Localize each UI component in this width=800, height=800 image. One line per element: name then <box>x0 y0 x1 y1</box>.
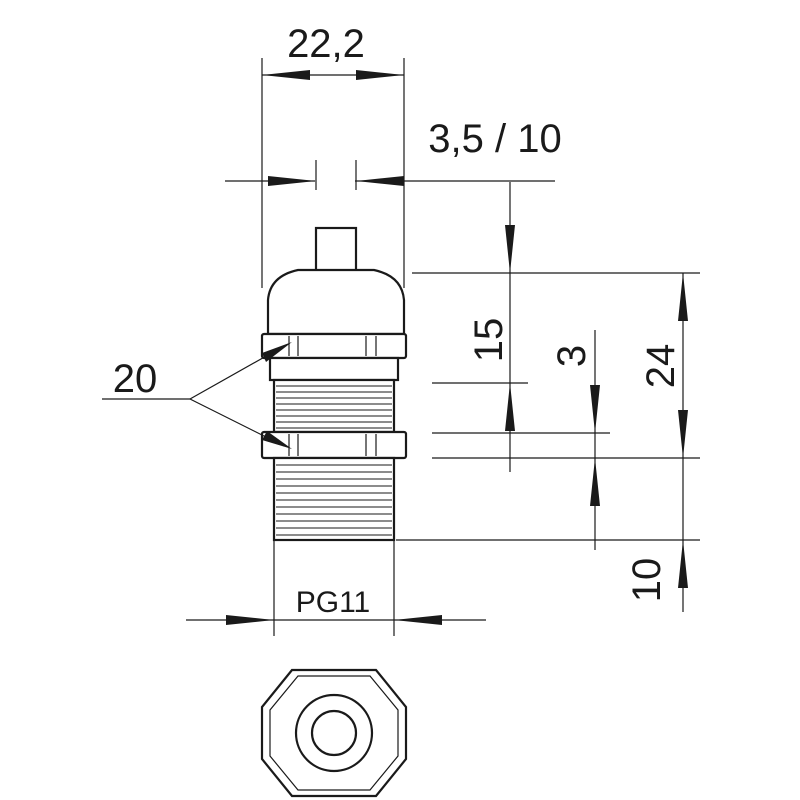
dimension-label-3-5-10: 3,5 / 10 <box>428 117 561 161</box>
lower-thread <box>272 456 396 542</box>
cable-hole <box>310 709 358 757</box>
dimension-height-3: 3 <box>550 330 600 550</box>
body-neck <box>268 356 400 382</box>
dimension-label-3: 3 <box>550 345 594 367</box>
dimension-label-22-2: 22,2 <box>287 22 365 66</box>
cable-stub <box>314 226 358 277</box>
dimension-nut-width: 20 <box>102 342 292 449</box>
dimension-label-15: 15 <box>467 318 511 363</box>
dimension-label-24: 24 <box>639 344 683 389</box>
dimension-top-width: 22,2 <box>261 22 405 288</box>
dimension-label-20: 20 <box>113 357 158 401</box>
dome-cap <box>266 268 406 336</box>
dimension-height-24: 24 <box>639 273 688 458</box>
vertical-extension-lines <box>396 272 700 541</box>
upper-thread <box>272 378 396 434</box>
gland-top-view <box>260 668 408 798</box>
dimension-thread-length-10: 10 <box>625 458 688 612</box>
upper-nut <box>260 332 408 360</box>
dimension-label-10: 10 <box>625 558 669 603</box>
dimension-thread-size: PG11 <box>186 540 486 636</box>
dimension-height-15: 15 <box>467 182 515 472</box>
dimension-cable-range: 3,5 / 10 <box>225 117 562 190</box>
dimension-label-pg11: PG11 <box>296 586 371 619</box>
gland-side-view <box>260 226 408 542</box>
